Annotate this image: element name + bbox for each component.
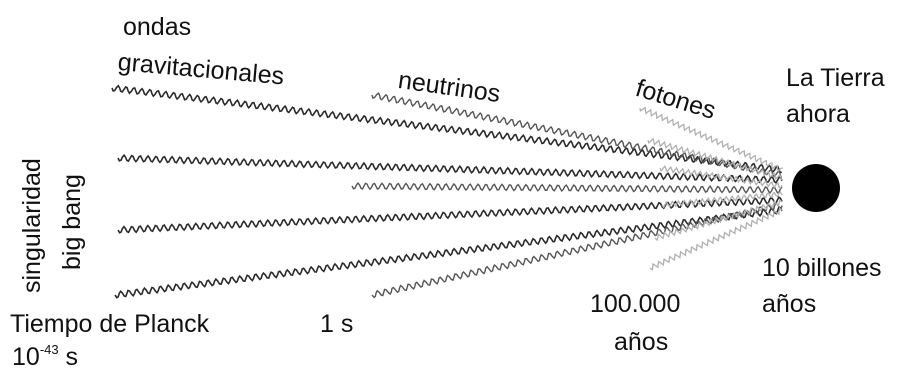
label-la-tierra: La Tierra: [786, 66, 885, 91]
label-planck-value: 10-43 s: [12, 345, 78, 370]
label-big-bang: big bang: [60, 270, 156, 295]
label-tiempo-de-planck: Tiempo de Planck: [10, 312, 209, 337]
label-singularidad-text: singularidad: [20, 158, 45, 293]
neutrino-ray: [372, 93, 781, 178]
label-ten-billion-unit: años: [762, 292, 816, 317]
label-ondas: ondas: [123, 15, 191, 40]
neutrino-ray: [352, 183, 782, 193]
neutrinos-group: [352, 93, 782, 297]
label-ten-billion: 10 billones: [762, 256, 882, 281]
label-ahora: ahora: [786, 102, 850, 127]
label-neutrinos: neutrinos: [400, 68, 503, 93]
planck-value-exponent: -43: [40, 342, 59, 357]
planck-value-base: 10: [12, 343, 40, 371]
label-fotones: fotones: [640, 76, 722, 101]
label-gravitacionales: gravitacionales: [119, 50, 286, 75]
label-one-second: 1 s: [320, 312, 353, 337]
label-hundred-thousand: 100.000: [590, 292, 680, 317]
planck-value-unit: s: [59, 343, 78, 371]
label-hundred-thousand-unit: años: [614, 330, 668, 355]
earth-dot: [792, 164, 840, 212]
label-big-bang-text: big bang: [60, 174, 85, 270]
